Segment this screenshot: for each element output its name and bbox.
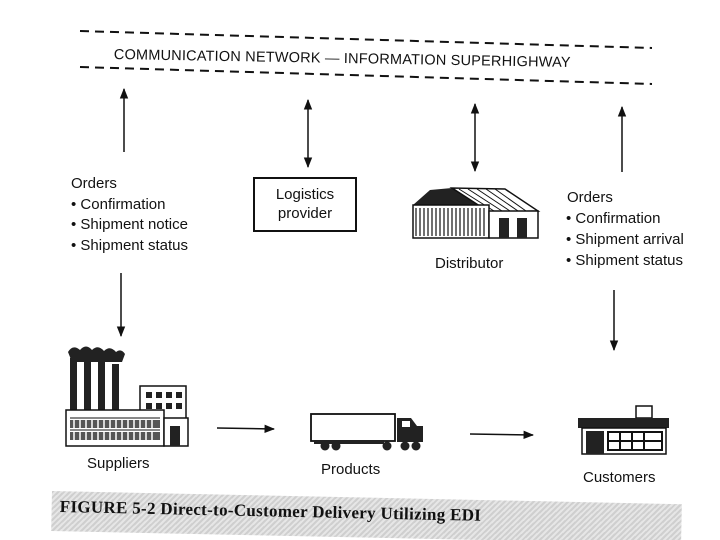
network-line-bottom xyxy=(79,66,653,85)
products-label: Products xyxy=(321,461,381,478)
suppliers-label: Suppliers xyxy=(87,455,150,472)
left-orders-heading: Orders xyxy=(71,175,117,192)
right-item-shipment-status: Shipment status xyxy=(566,252,683,271)
warehouse-icon xyxy=(412,187,541,239)
store-icon xyxy=(578,405,669,455)
network-line-top xyxy=(79,30,653,49)
left-item-confirmation: Confirmation xyxy=(71,196,165,215)
arrow-products-to-customers xyxy=(469,430,535,440)
right-item-shipment-arrival: Shipment arrival xyxy=(566,231,683,250)
arrow-suppliers-to-products xyxy=(216,424,276,434)
right-orders-heading: Orders xyxy=(567,189,613,206)
left-item-shipment-status: Shipment status xyxy=(71,237,188,256)
factory-icon xyxy=(65,346,189,447)
customers-label: Customers xyxy=(583,469,656,486)
truck-icon xyxy=(310,413,423,451)
logistics-provider-box: Logistics provider xyxy=(253,177,357,232)
left-item-shipment-notice: Shipment notice xyxy=(71,216,188,235)
distributor-label: Distributor xyxy=(435,255,504,272)
right-item-confirmation: Confirmation xyxy=(566,210,660,229)
